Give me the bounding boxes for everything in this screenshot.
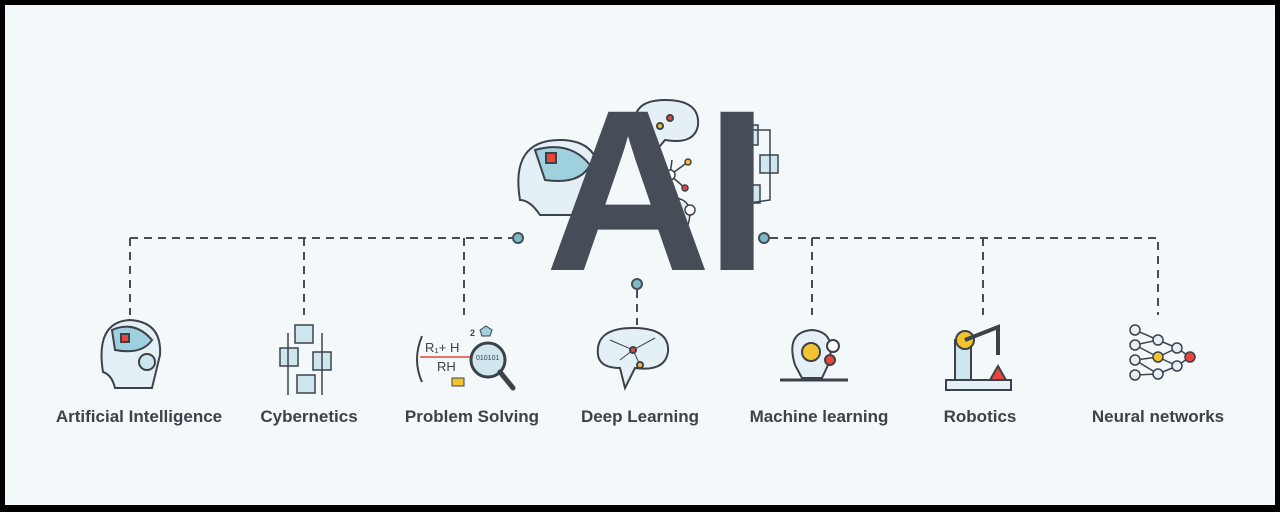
hero-robot-head-icon — [517, 138, 602, 216]
label-problem-solving: Problem Solving — [404, 407, 540, 426]
robot-head-icon — [100, 318, 162, 389]
hero-network-icon — [651, 158, 692, 192]
hero-lightbulb-icon — [656, 197, 696, 241]
lightbulb-gears-icon — [780, 328, 848, 382]
neural-network-icon — [1129, 324, 1196, 381]
infographic-canvas: AI R₁+ H RH 2 010101 Artificial Intellig… — [5, 5, 1275, 505]
formula-exponent: 2 — [470, 328, 476, 338]
formula-denominator: RH — [437, 359, 456, 374]
polygon-brain-icon — [596, 326, 670, 391]
formula-magnifier-icon — [416, 325, 516, 391]
label-deep-learning: Deep Learning — [580, 407, 700, 426]
label-machine-learning: Machine learning — [749, 407, 889, 426]
label-neural-networks: Neural networks — [1091, 407, 1225, 426]
hero-brain-icon — [633, 98, 700, 155]
label-robotics: Robotics — [943, 407, 1017, 426]
connector-lines — [100, 98, 1196, 395]
label-artificial-intelligence: Artificial Intelligence — [55, 407, 223, 426]
ai-title: AI — [545, 62, 769, 319]
hero-cubes-icon — [730, 124, 779, 206]
cubes-network-icon — [279, 324, 332, 395]
robot-arm-icon — [945, 324, 1012, 391]
formula-numerator: R₁+ H — [425, 340, 460, 355]
label-cybernetics: Cybernetics — [260, 407, 358, 426]
binary-text: 010101 — [476, 355, 500, 362]
